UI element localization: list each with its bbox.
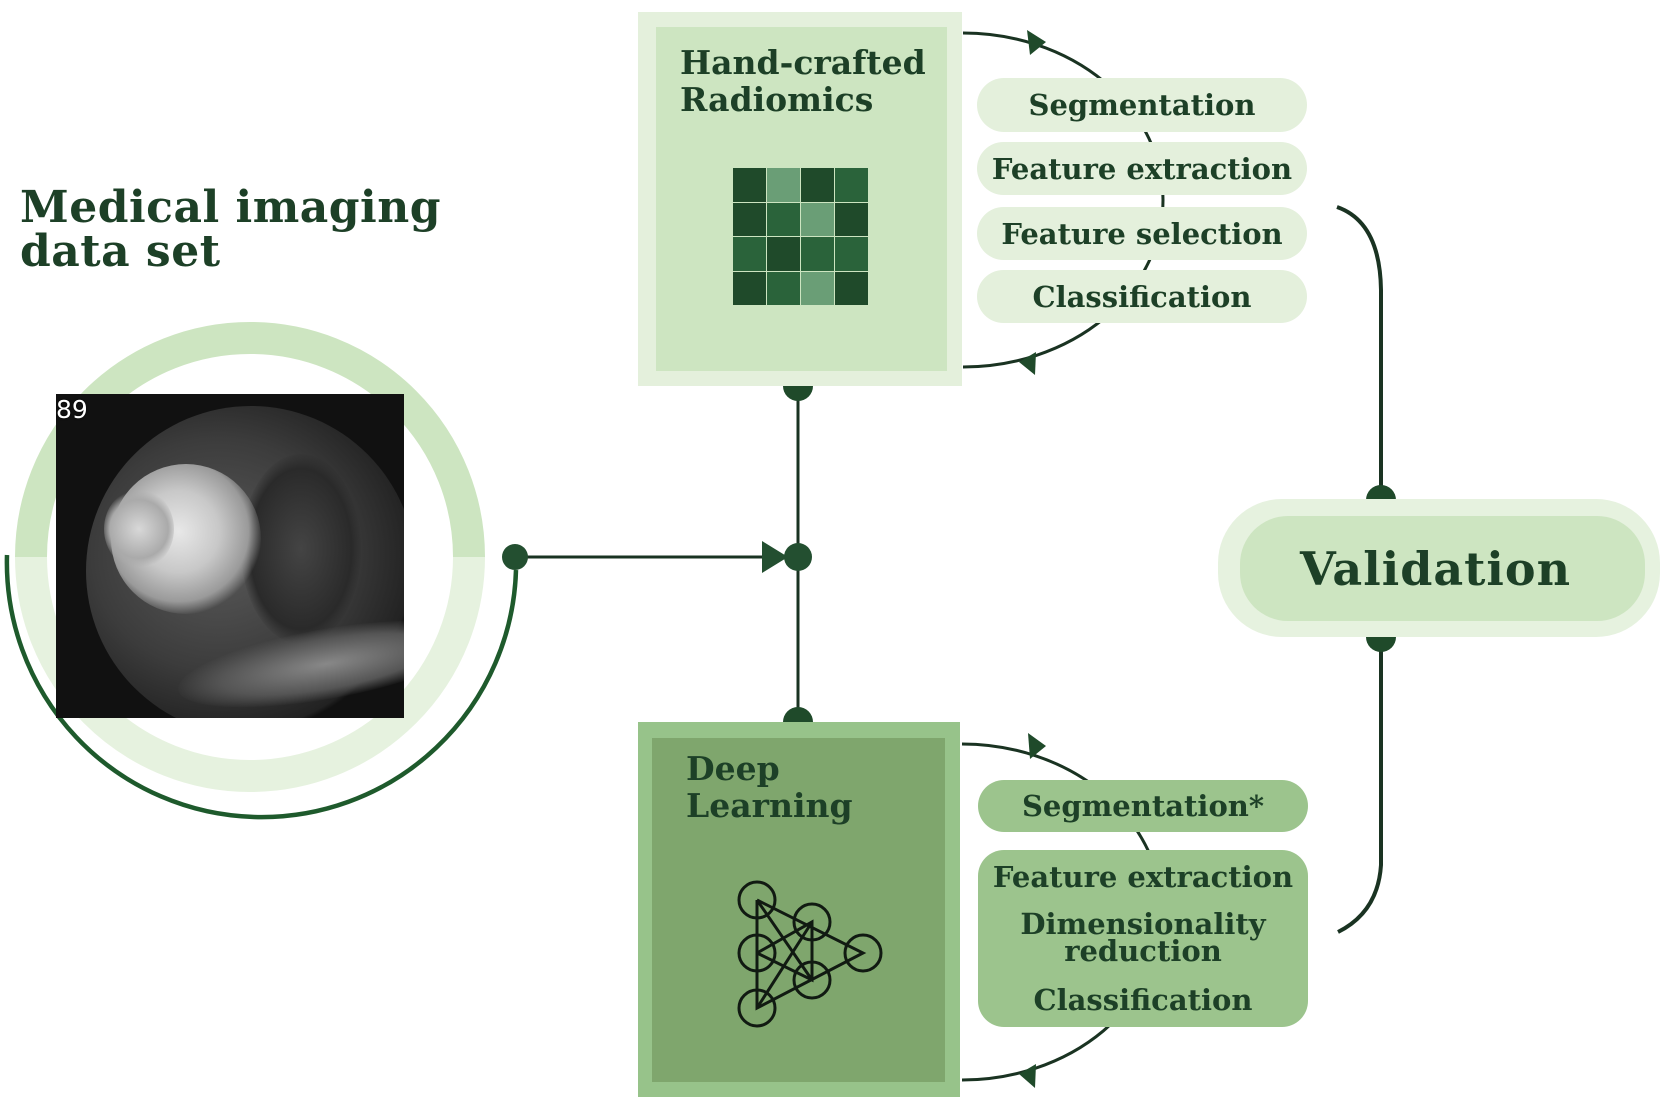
dataset-arc	[4, 554, 519, 820]
dataset-ring-top	[15, 322, 485, 557]
validation-bottom-anchor	[1366, 637, 1396, 652]
matrix-cell	[767, 202, 800, 236]
validation-node-inner: Validation	[1240, 516, 1645, 621]
dl-arrow-bottom	[1019, 1064, 1036, 1088]
radiomics-arrow-bottom	[1019, 352, 1036, 375]
matrix-cell	[733, 202, 766, 236]
radiomics-title: Hand-crafted Radiomics	[680, 44, 926, 118]
deep-learning-box: Deep Learning	[638, 722, 960, 1097]
validation-top-anchor	[1366, 485, 1396, 500]
junction-dot	[784, 543, 812, 571]
matrix-cell	[835, 237, 868, 271]
mri-slice-label: 89	[56, 395, 88, 424]
arrowhead-icon	[762, 541, 788, 573]
radiomics-to-validation	[1336, 205, 1383, 492]
matrix-cell	[801, 168, 834, 202]
validation-label: Validation	[1299, 541, 1572, 596]
validation-to-dl	[1337, 640, 1383, 934]
radiomics-box: Hand-crafted Radiomics	[638, 12, 962, 386]
matrix-cell	[835, 202, 868, 236]
matrix-cell	[835, 271, 868, 305]
deep-learning-title: Deep Learning	[686, 750, 853, 824]
radiomics-step-feature-selection: Feature selection	[977, 207, 1307, 260]
matrix-cell	[767, 168, 800, 202]
matrix-cell	[733, 237, 766, 271]
matrix-cell	[733, 271, 766, 305]
radiomics-arrow-top	[1027, 30, 1046, 55]
matrix-cell	[801, 237, 834, 271]
radiomics-loop-arc	[962, 31, 1165, 369]
matrix-cell	[767, 237, 800, 271]
mri-fibroglandular	[241, 454, 361, 644]
dl-step-feature-extraction: Feature extraction	[992, 859, 1294, 894]
dl-steps-group: Feature extraction Dimensionality reduct…	[978, 850, 1308, 1027]
dataset-title-line1: Medical imaging	[20, 182, 442, 233]
radiomics-title-line1: Hand-crafted	[680, 43, 926, 82]
mri-tumor-lobe	[104, 489, 174, 569]
matrix-cell	[801, 271, 834, 305]
dataset-title-line2: data set	[20, 226, 221, 277]
radiomics-step-classification: Classification	[977, 270, 1307, 323]
dl-step-dim-reduction-line2: reduction	[1064, 933, 1222, 968]
dl-arrow-top	[1028, 733, 1046, 759]
dl-step-classification: Classification	[1033, 982, 1253, 1017]
matrix-cell	[733, 168, 766, 202]
dataset-connector-dot	[502, 544, 528, 570]
deep-learning-title-line2: Learning	[686, 786, 853, 825]
radiomics-step-segmentation: Segmentation	[977, 78, 1307, 132]
radiomics-step-feature-extraction: Feature extraction	[977, 142, 1307, 195]
deep-learning-title-line1: Deep	[686, 749, 780, 788]
matrix-cell	[835, 168, 868, 202]
dataset-title: Medical imaging data set	[20, 186, 441, 274]
feature-matrix-icon	[733, 168, 868, 305]
matrix-cell	[801, 202, 834, 236]
dl-step-segmentation: Segmentation*	[978, 780, 1308, 832]
mri-image: 89	[56, 394, 404, 718]
dl-anchor	[783, 707, 813, 722]
dl-step-dim-reduction-line1: Dimensionality	[1020, 906, 1266, 941]
radiomics-anchor	[783, 386, 813, 401]
radiomics-title-line2: Radiomics	[680, 80, 874, 119]
dataset-ring-bottom	[15, 557, 485, 792]
neural-network-icon	[737, 880, 883, 1028]
matrix-cell	[767, 271, 800, 305]
